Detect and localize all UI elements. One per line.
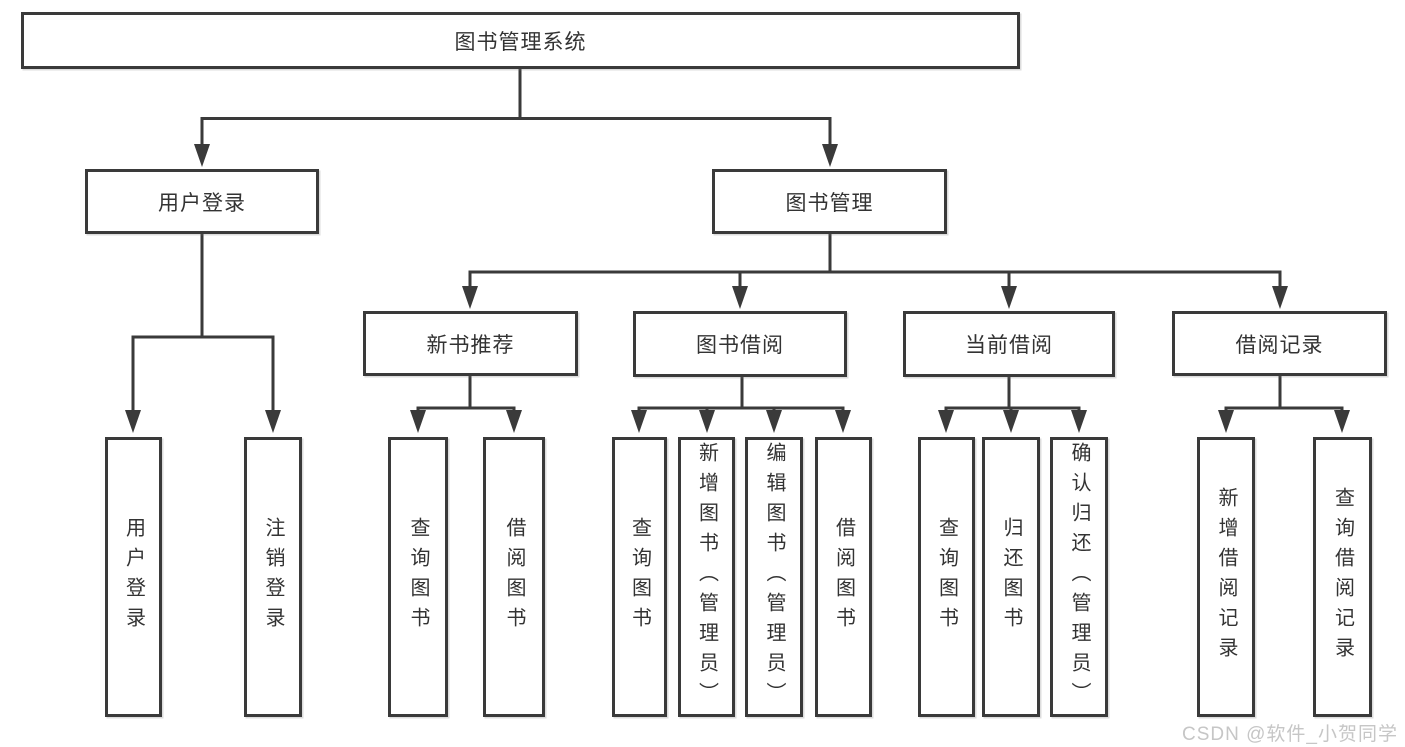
node-label: 借阅图书 xyxy=(503,517,525,637)
node-label: 注销登录 xyxy=(262,517,284,637)
connector-book-mgmt-children xyxy=(462,234,1288,309)
node-current-borrow: 当前借阅 xyxy=(903,311,1115,377)
node-label: 图书管理 xyxy=(785,191,874,215)
node-label: 归还图书 xyxy=(1000,517,1022,637)
node-label: 确认归还（管理员） xyxy=(1068,442,1090,712)
node-root: 图书管理系统 xyxy=(21,12,1020,69)
node-label: 查询图书 xyxy=(628,517,651,637)
node-book-borrow: 图书借阅 xyxy=(633,311,847,377)
node-label: 查询图书 xyxy=(407,517,429,637)
node-label: 查询借阅记录 xyxy=(1331,487,1354,667)
node-user-login: 用户登录 xyxy=(85,169,319,234)
node-label: 借阅记录 xyxy=(1235,333,1324,357)
node-book-management: 图书管理 xyxy=(712,169,947,234)
connector-borrow-records-children xyxy=(1218,376,1350,433)
leaf-user-login: 用户登录 xyxy=(105,437,162,717)
leaf-query-books-current: 查询图书 xyxy=(918,437,975,717)
connector-user-login-children xyxy=(125,234,281,433)
node-label: 新增借阅记录 xyxy=(1215,487,1237,667)
node-label: 新书推荐 xyxy=(426,333,515,357)
node-new-book-recommend: 新书推荐 xyxy=(363,311,578,376)
leaf-edit-book-admin: 编辑图书（管理员） xyxy=(745,437,803,717)
leaf-query-books-recommend: 查询图书 xyxy=(388,437,448,717)
leaf-return-book: 归还图书 xyxy=(982,437,1040,717)
node-label: 当前借阅 xyxy=(965,334,1053,357)
node-label: 编辑图书（管理员） xyxy=(763,442,785,712)
leaf-logout: 注销登录 xyxy=(244,437,302,717)
node-label: 借阅图书 xyxy=(832,517,855,637)
node-label: 查询图书 xyxy=(935,517,958,637)
leaf-query-books-borrow: 查询图书 xyxy=(612,437,667,717)
connector-current-borrow-children xyxy=(938,377,1087,433)
connector-book-borrow-children xyxy=(631,377,851,433)
leaf-confirm-return-admin: 确认归还（管理员） xyxy=(1050,437,1108,717)
node-label: 图书借阅 xyxy=(696,334,784,357)
node-label: 用户登录 xyxy=(158,191,246,215)
connector-root-to-level1 xyxy=(194,66,838,167)
node-label: 用户登录 xyxy=(122,517,145,637)
node-label: 新增图书（管理员） xyxy=(695,442,718,712)
leaf-borrow-books: 借阅图书 xyxy=(815,437,872,717)
leaf-query-borrow-record: 查询借阅记录 xyxy=(1313,437,1372,717)
leaf-add-book-admin: 新增图书（管理员） xyxy=(678,437,735,717)
leaf-borrow-books-recommend: 借阅图书 xyxy=(483,437,545,717)
node-label: 图书管理系统 xyxy=(454,30,587,54)
node-borrow-records: 借阅记录 xyxy=(1172,311,1387,376)
leaf-add-borrow-record: 新增借阅记录 xyxy=(1197,437,1255,717)
connector-new-book-children xyxy=(410,376,522,433)
watermark: CSDN @软件_小贺同学 xyxy=(1182,724,1398,745)
